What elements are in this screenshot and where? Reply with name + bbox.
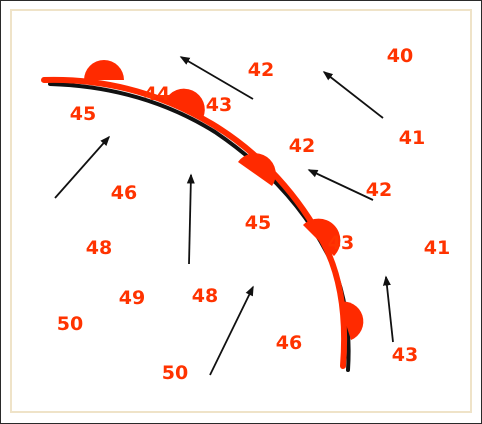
temperature-label: 43 xyxy=(206,94,232,116)
temperature-label: 48 xyxy=(86,237,112,259)
wind-arrow xyxy=(179,56,254,100)
temperature-label: 43 xyxy=(328,232,354,254)
warm-front-bump xyxy=(339,301,364,340)
temperature-label: 41 xyxy=(399,127,425,149)
temperature-label: 42 xyxy=(248,59,274,81)
temperature-label: 42 xyxy=(366,179,392,201)
warm-front-bump xyxy=(165,88,205,118)
wind-arrow xyxy=(382,275,394,343)
temperature-label: 50 xyxy=(57,313,83,335)
warm-front-bump xyxy=(84,60,124,80)
temperature-label: 49 xyxy=(119,287,145,309)
front-line-black xyxy=(48,82,351,372)
temperature-label: 45 xyxy=(70,103,96,125)
temperature-label: 46 xyxy=(111,182,137,204)
warm-front-bump xyxy=(238,153,276,186)
warm-front-bump xyxy=(303,218,341,256)
temperature-label: 41 xyxy=(424,237,450,259)
temperature-label: 46 xyxy=(276,332,302,354)
wind-arrow xyxy=(54,135,110,199)
wind-arrow xyxy=(209,285,254,376)
temperature-label: 42 xyxy=(289,135,315,157)
temperature-label: 40 xyxy=(387,45,413,67)
wind-arrow xyxy=(186,173,195,265)
wind-arrow xyxy=(307,169,374,201)
temperature-label: 48 xyxy=(192,285,218,307)
temperature-label: 50 xyxy=(162,362,188,384)
temperature-label: 43 xyxy=(392,344,418,366)
temperature-label: 44 xyxy=(144,83,170,105)
temperature-label: 45 xyxy=(245,212,271,234)
wind-arrow xyxy=(322,71,384,119)
